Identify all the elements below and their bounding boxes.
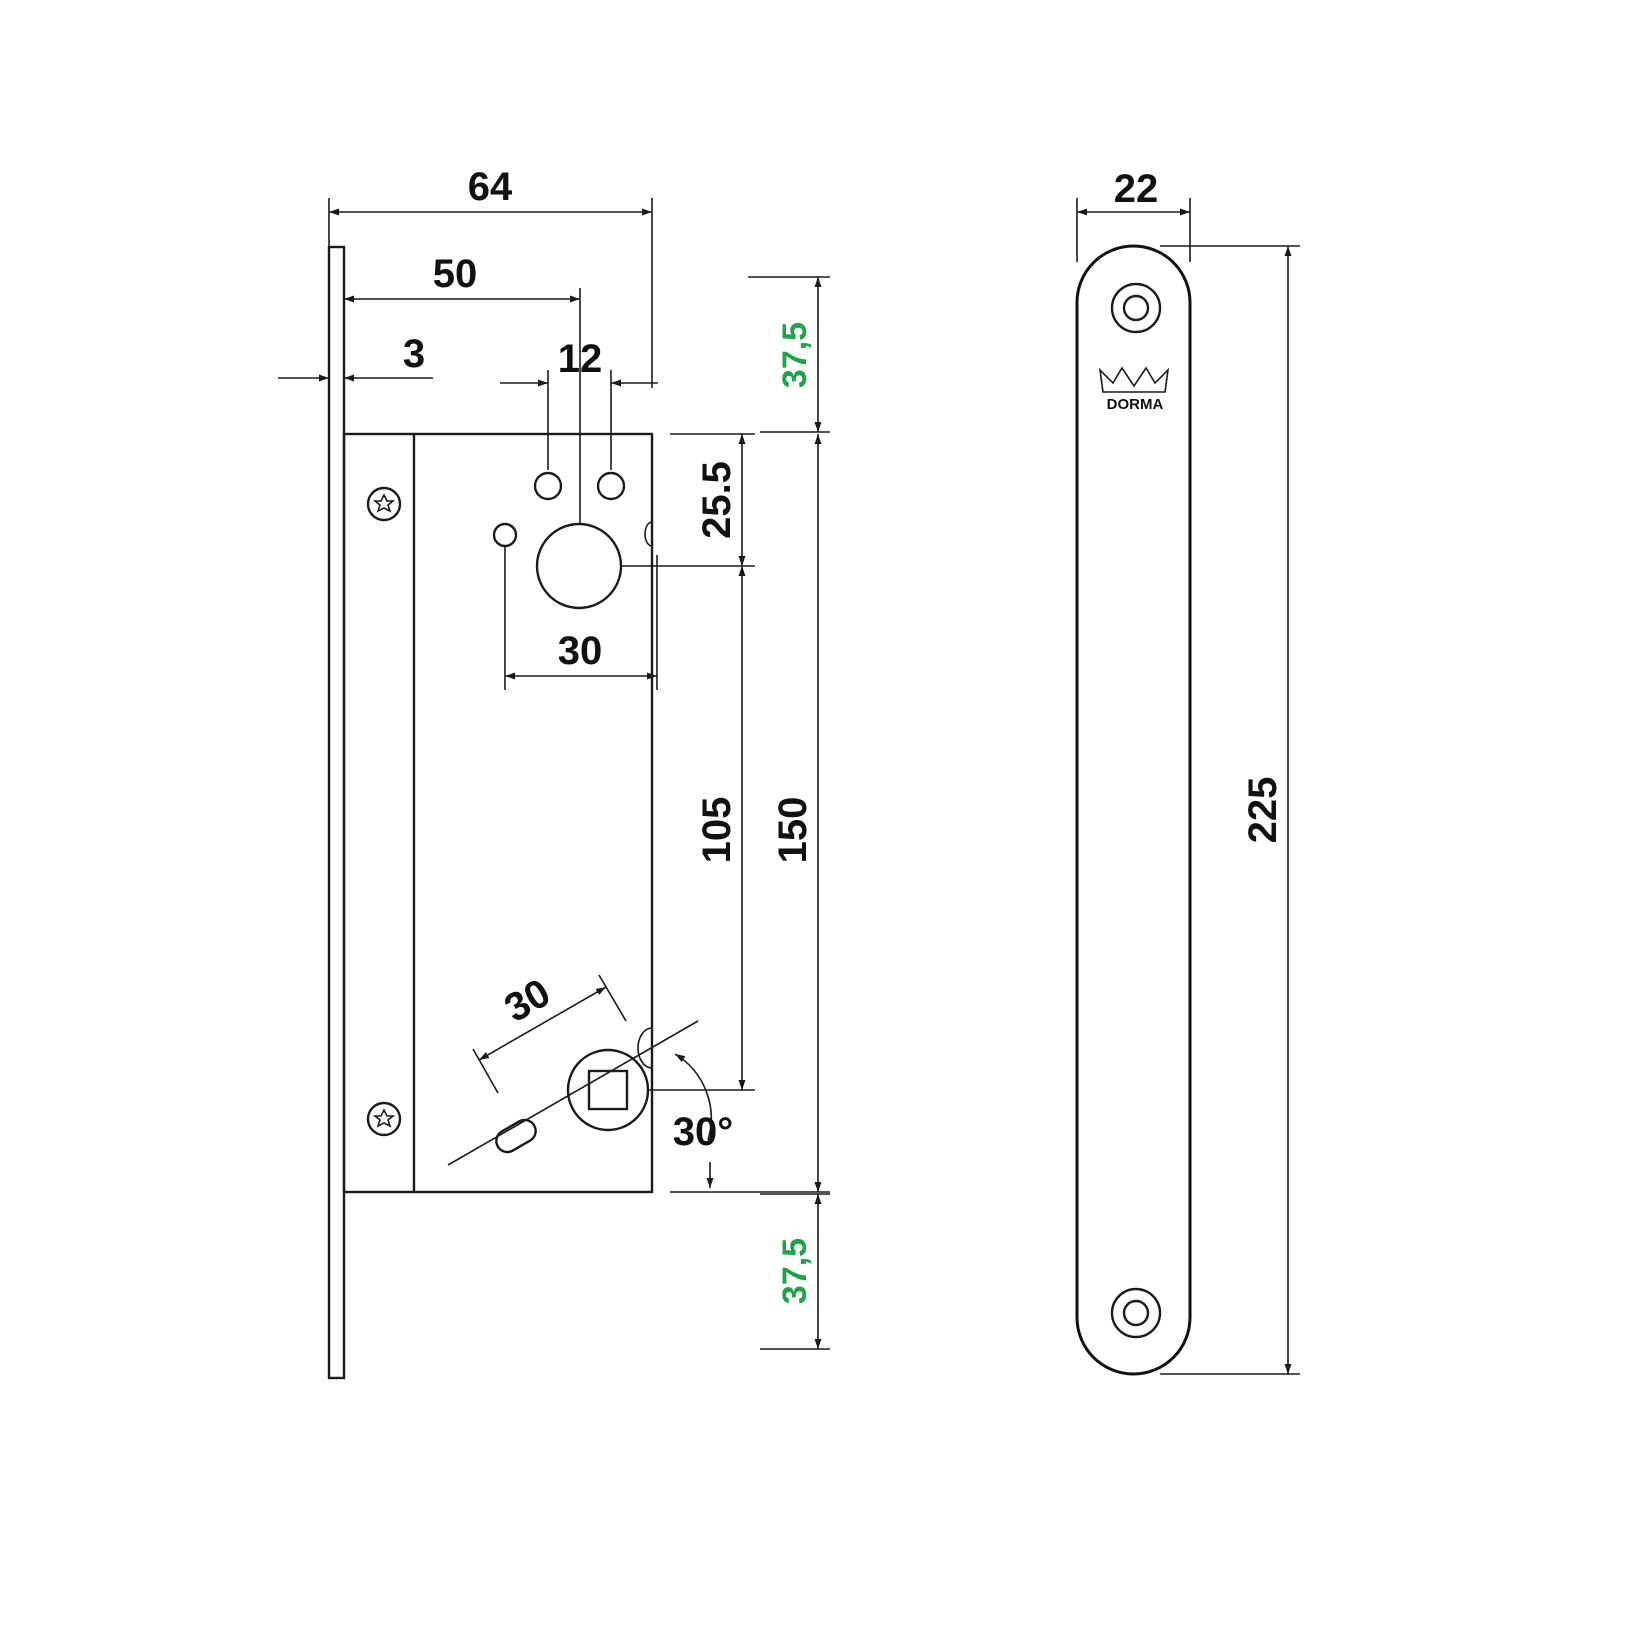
dim-backset: 50 [433,252,478,296]
latch-notch-top [644,521,653,547]
screw-top-icon [366,486,402,522]
square-spindle-icon [587,1069,629,1111]
latch-notch-bottom [637,1027,653,1069]
small-hole-side [492,522,518,548]
faceplate-strip [327,245,346,1380]
slot [495,1118,537,1154]
crown-icon [1098,366,1170,393]
screw-bottom-icon [366,1101,402,1137]
dim-angle: 30° [673,1110,734,1154]
dim-top-extension: 37,5 [776,322,814,388]
small-hole-left [533,471,563,501]
dorma-logo: DORMA [1098,366,1170,413]
dim-handle-to-center: 25.5 [695,461,739,539]
logo-text: DORMA [1107,396,1164,413]
dim-faceplate-thickness: 3 [403,332,425,376]
small-hole-right [596,471,626,501]
front-view: 64 50 3 12 25.5 30 105 150 [278,165,830,1380]
side-view: DORMA 22 225 [1075,167,1300,1376]
dim-bottom-extension: 37,5 [776,1238,814,1304]
dim-case-height: 150 [771,797,815,864]
dim-holes-spacing: 12 [558,337,603,381]
dim-width-total: 64 [468,165,513,209]
dim-center-distance: 105 [695,797,739,864]
dim-faceplate-width: 22 [1114,167,1159,211]
angle-line [447,1020,699,1166]
faceplate-hole-top-icon [1110,282,1162,334]
spindle-hub [566,1048,650,1132]
lock-case [342,432,654,1194]
follower-hole [535,522,623,610]
faceplate-hole-bottom-icon [1110,1287,1162,1339]
dim-faceplate-length: 225 [1241,777,1285,844]
faceplate [1075,244,1192,1376]
dim-cylinder-offset: 30 [558,629,603,673]
dim-square-offset: 30 [497,971,558,1031]
